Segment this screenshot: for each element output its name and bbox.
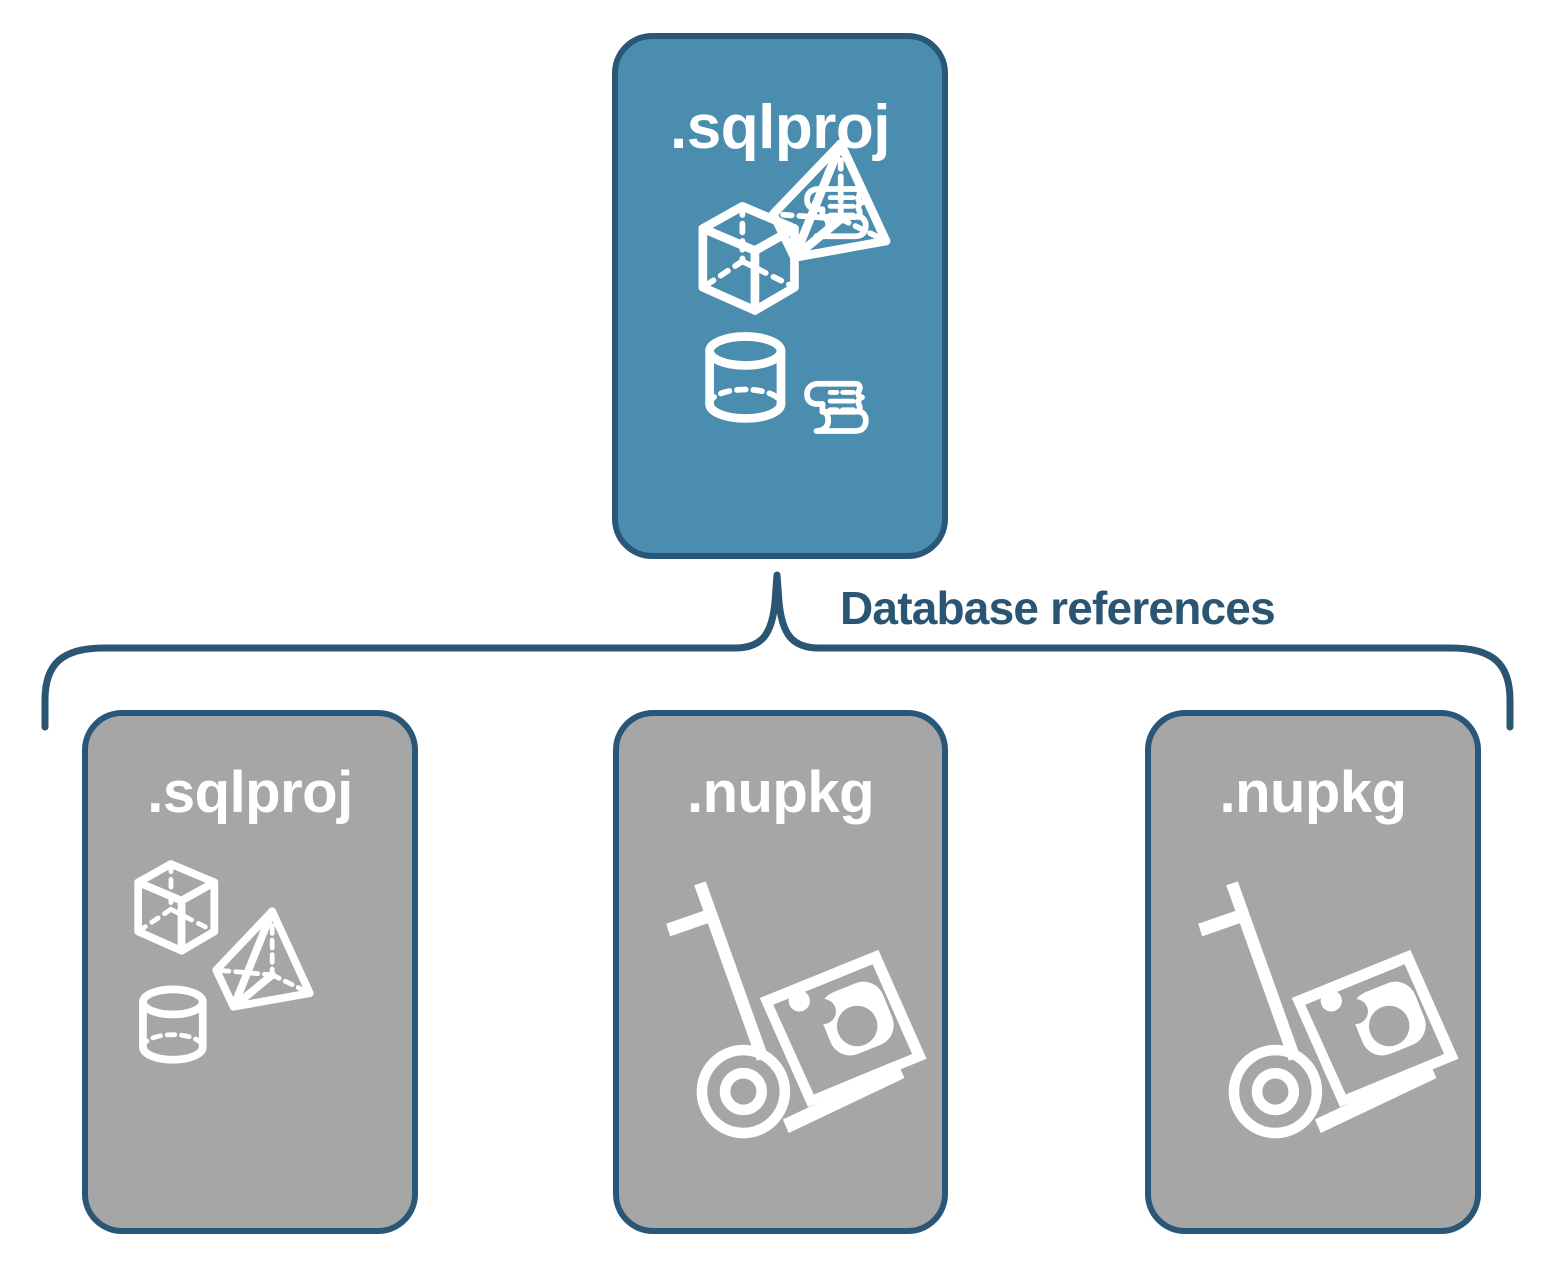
node-reference-sqlproj[interactable]: .sqlproj (82, 710, 418, 1234)
node-root-title: .sqlproj (670, 93, 890, 162)
brace-path (41, 571, 1514, 731)
node-reference-3-icon-group (1198, 881, 1459, 1139)
nuget-hand-truck-icon (666, 881, 927, 1139)
node-reference-2-title: .nupkg (686, 760, 875, 825)
connector-label: Database references (840, 582, 1276, 634)
node-reference-3-title: .nupkg (1219, 760, 1407, 825)
pyramid-wireframe-icon (768, 139, 891, 262)
pyramid-wireframe-icon (212, 907, 314, 1011)
cylinder-wireframe-icon (139, 985, 207, 1064)
node-reference-nupkg-2[interactable]: .nupkg (1145, 710, 1481, 1234)
scroll-icon (804, 186, 869, 240)
cylinder-wireframe-icon (705, 332, 786, 423)
node-root-icon-group (698, 139, 891, 434)
node-reference-1-icon-group (134, 860, 314, 1064)
node-reference-1-title: .sqlproj (147, 760, 353, 825)
node-reference-nupkg-1[interactable]: .nupkg (613, 710, 948, 1234)
node-reference-2-icon-group (666, 881, 927, 1139)
node-root-sqlproj[interactable]: .sqlproj (612, 33, 948, 559)
cube-wireframe-icon (134, 860, 219, 955)
scroll-icon (804, 380, 869, 434)
nuget-hand-truck-icon (1198, 881, 1459, 1139)
